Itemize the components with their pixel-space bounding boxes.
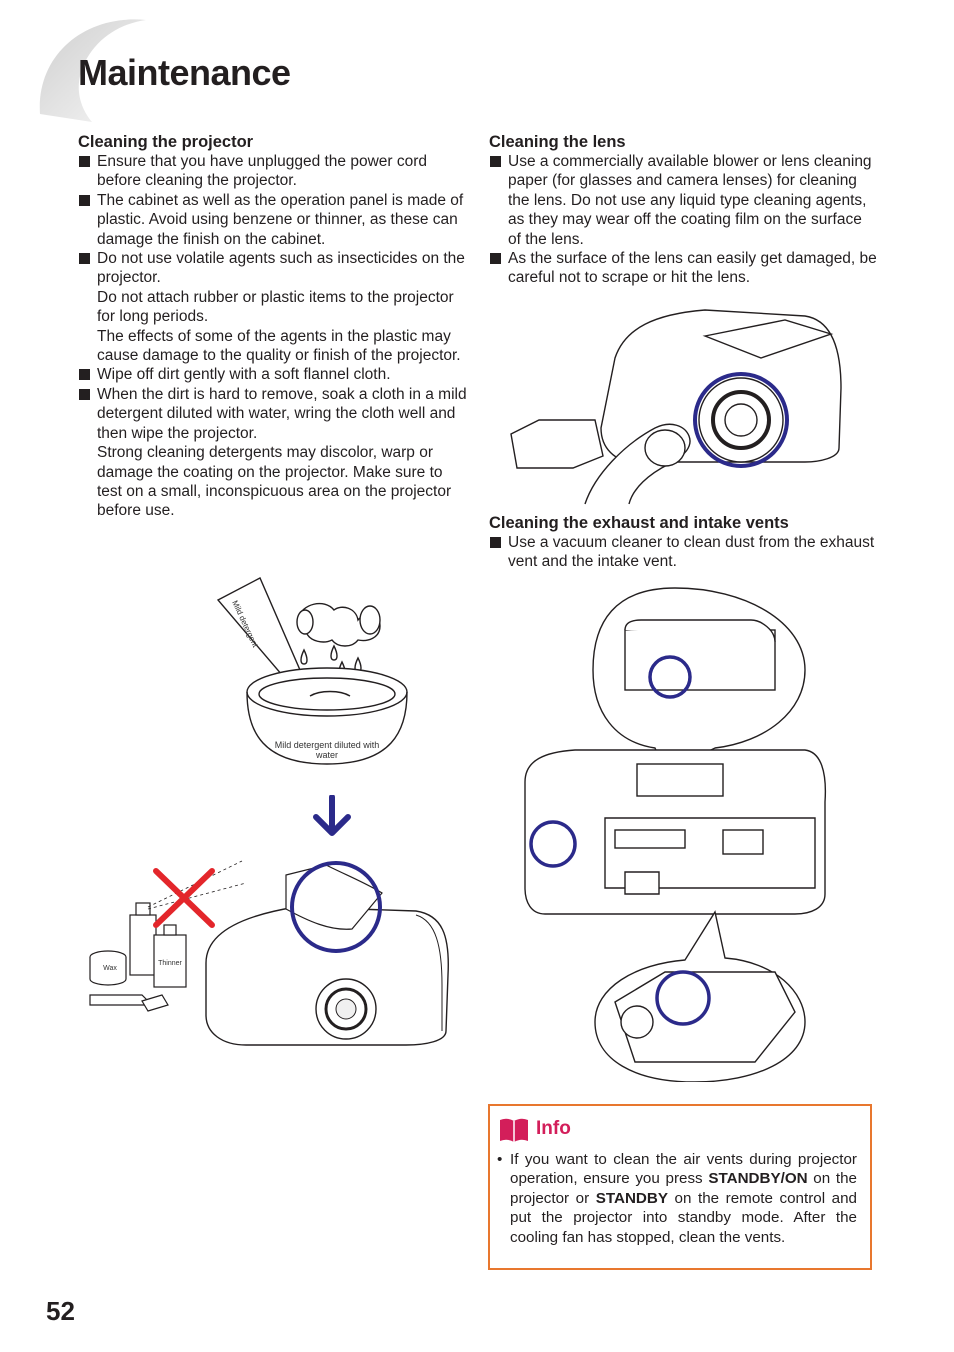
- cleaning-projector-heading: Cleaning the projector: [78, 133, 254, 151]
- list-item: Ensure that you have unplugged the power…: [78, 152, 468, 191]
- bowl-label: Mild detergent diluted with water: [274, 740, 380, 760]
- arrow-down-icon: [313, 795, 351, 836]
- info-text-part: If you want to clean the air vents durin…: [510, 1151, 857, 1188]
- bullet-dot: •: [497, 1151, 503, 1168]
- list-item: Do not use volatile agents such as insec…: [78, 249, 468, 288]
- info-text: • If you want to clean the air vents dur…: [497, 1150, 857, 1247]
- cleaning-lens-heading: Cleaning the lens: [489, 133, 626, 151]
- prohibited-cleaners-illustration: [89, 860, 449, 1046]
- wax-label: Wax: [103, 965, 117, 972]
- list-item: As the surface of the lens can easily ge…: [489, 249, 879, 288]
- info-box: Info • If you want to clean the air vent…: [488, 1104, 872, 1270]
- list-item: The cabinet as well as the operation pan…: [78, 191, 468, 249]
- book-icon: [500, 1118, 528, 1142]
- lens-cleaning-illustration: [510, 309, 842, 505]
- cleaning-projector-section: Cleaning the projector Ensure that you h…: [78, 132, 468, 521]
- cleaning-vents-section: Cleaning the exhaust and intake vents Us…: [489, 513, 879, 572]
- list-item: Wipe off dirt gently with a soft flannel…: [78, 365, 468, 384]
- detergent-bowl-illustration: Mild detergent: [216, 577, 408, 765]
- page-number: 52: [46, 1296, 75, 1326]
- info-text-part: on the projector or: [510, 1170, 857, 1207]
- header-swoosh-decoration: [39, 19, 146, 122]
- vents-cleaning-illustration: [524, 587, 827, 1082]
- list-item-continuation: The effects of some of the agents in the…: [97, 327, 461, 365]
- page-title: Maintenance: [78, 52, 291, 93]
- list-item-continuation: Do not attach rubber or plastic items to…: [97, 288, 454, 326]
- info-title: Info: [536, 1118, 571, 1139]
- thinner-label: Thinner: [158, 960, 182, 967]
- list-item: When the dirt is hard to remove, soak a …: [78, 385, 468, 443]
- standby-key: STANDBY: [595, 1189, 668, 1207]
- info-text-part: on the remote control and put the projec…: [510, 1189, 857, 1246]
- cleaning-lens-section: Cleaning the lens Use a commercially ava…: [489, 132, 879, 288]
- list-item-continuation: Strong cleaning detergents may discolor,…: [97, 444, 452, 520]
- cleaning-vents-heading: Cleaning the exhaust and intake vents: [489, 514, 789, 532]
- list-item: Use a commercially available blower or l…: [489, 152, 879, 249]
- list-item: Use a vacuum cleaner to clean dust from …: [489, 533, 879, 572]
- standby-on-key: STANDBY/ON: [708, 1170, 808, 1188]
